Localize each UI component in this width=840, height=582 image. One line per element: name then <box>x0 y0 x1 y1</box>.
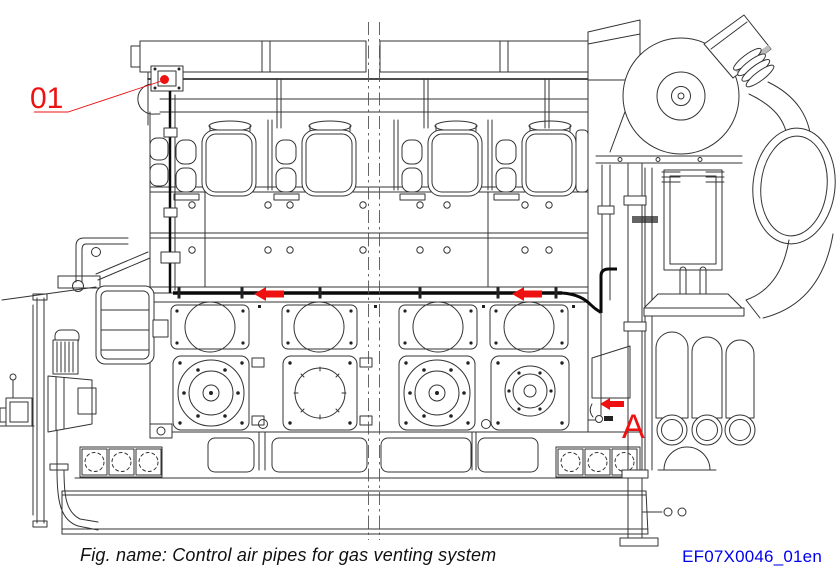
callout-01-leader <box>34 79 165 113</box>
crankcase-door-row <box>172 355 570 431</box>
document-code: EF07X0046_01en <box>682 547 822 566</box>
control-air-pipe <box>137 65 617 439</box>
door-corner-screws <box>178 361 564 425</box>
callout-01-label: 01 <box>30 82 63 115</box>
top-gallery <box>130 40 590 129</box>
block-bolt-holes <box>188 201 553 254</box>
vent-outlet-arrow-icon <box>600 398 624 410</box>
figure-caption: Fig. name: Control air pipes for gas ven… <box>80 545 497 565</box>
flow-arrow-left-icon <box>254 287 284 301</box>
cylinder-head-row <box>149 119 589 201</box>
camshaft-cover-row <box>149 301 589 353</box>
flow-arrow-left-icon <box>512 287 542 301</box>
callout-01-dot <box>160 75 169 84</box>
flywheel-end <box>0 237 155 531</box>
view-a-label: A <box>622 408 645 446</box>
oil-pan-and-base <box>61 431 649 535</box>
section-break-lines <box>368 22 380 540</box>
turbocharger-end <box>587 14 836 547</box>
cam-cover-bolts <box>175 309 564 345</box>
red-annotations: 01 A <box>30 75 645 446</box>
